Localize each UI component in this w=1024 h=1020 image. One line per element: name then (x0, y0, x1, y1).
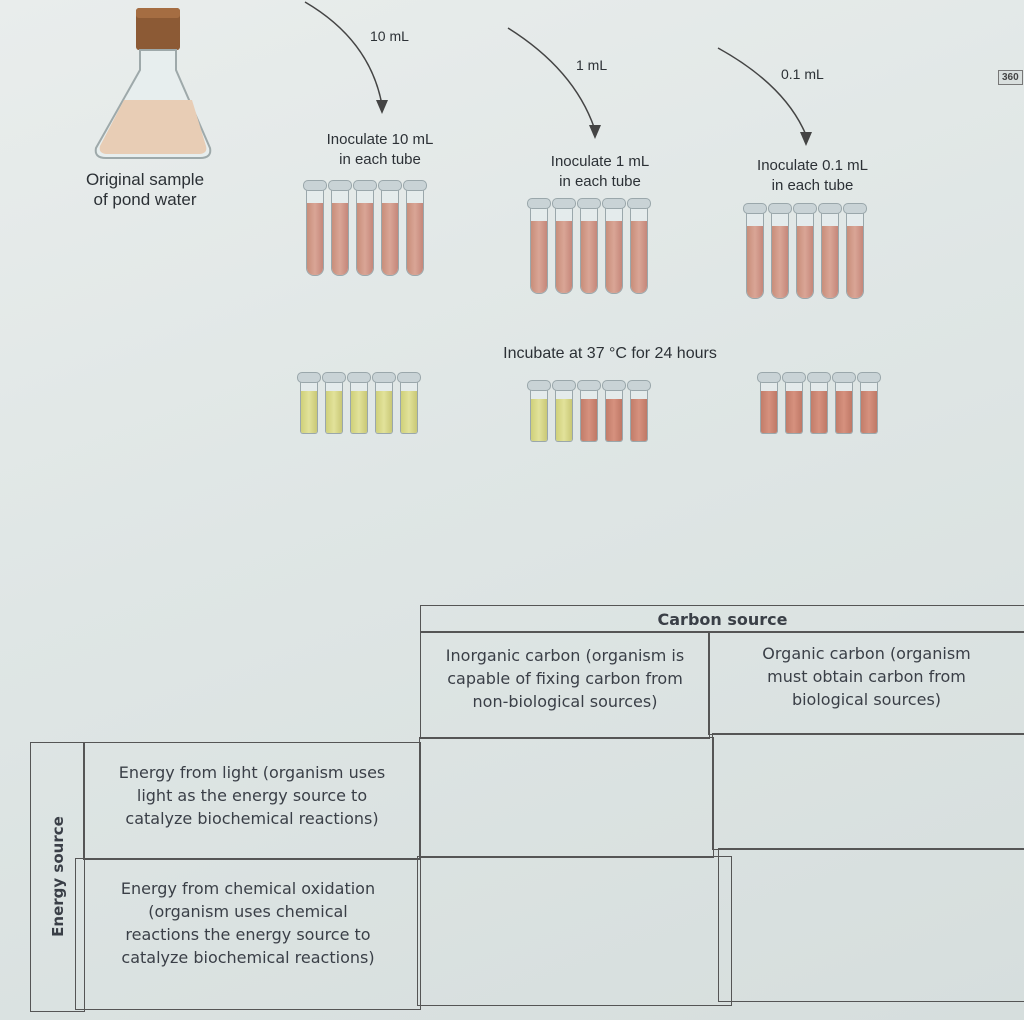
test-tube (768, 203, 792, 301)
test-tube (527, 198, 551, 296)
inorganic-carbon-header: Inorganic carbon (organism is capable of… (420, 631, 710, 739)
cell-light-inorganic[interactable] (419, 737, 714, 858)
result-tube-red (807, 372, 831, 434)
cell-chemical-inorganic[interactable] (417, 856, 732, 1006)
test-tube (353, 180, 377, 278)
result-group-10 (297, 372, 421, 434)
result-tube-red (782, 372, 806, 434)
cell-chemical-organic[interactable] (718, 848, 1024, 1002)
cell-light-organic[interactable] (712, 733, 1024, 850)
sample-label: Original sample of pond water (85, 170, 205, 209)
volume-label-10: 10 mL (370, 28, 409, 44)
light-energy-row: Energy from light (organism uses light a… (83, 742, 421, 860)
test-tube (743, 203, 767, 301)
result-group-1 (527, 380, 651, 442)
result-tube-red (832, 372, 856, 434)
test-tube (602, 198, 626, 296)
result-tube-yellow (372, 372, 396, 434)
result-tube-red (577, 380, 601, 442)
result-tube-red (627, 380, 651, 442)
result-group-0-1 (757, 372, 881, 434)
tube-group-1 (527, 198, 651, 296)
tube-group-10 (303, 180, 427, 278)
carbon-source-header: Carbon source (420, 605, 1024, 633)
page-number: 360 (998, 70, 1023, 85)
test-tube (818, 203, 842, 301)
test-tube (403, 180, 427, 278)
result-tube-red (602, 380, 626, 442)
incubate-label: Incubate at 37 °C for 24 hours (503, 345, 717, 362)
test-tube (627, 198, 651, 296)
volume-label-1: 1 mL (576, 57, 608, 73)
test-tube (328, 180, 352, 278)
tube-group-0-1 (743, 203, 867, 301)
test-tube (303, 180, 327, 278)
result-tube-red (857, 372, 881, 434)
test-tube (552, 198, 576, 296)
inoculate-label-10: Inoculate 10 mL in each tube (326, 131, 434, 168)
inoculate-label-0-1: Inoculate 0.1 mL in each tube (757, 157, 868, 194)
flask-icon (94, 8, 212, 159)
test-tube (843, 203, 867, 301)
result-tube-yellow (552, 380, 576, 442)
organic-carbon-header: Organic carbon (organism must obtain car… (708, 631, 1024, 735)
test-tube (793, 203, 817, 301)
chemical-energy-row: Energy from chemical oxidation (organism… (75, 858, 421, 1010)
transfer-arrows (304, 1, 812, 146)
result-tube-yellow (527, 380, 551, 442)
test-tube (577, 198, 601, 296)
energy-source-header: Energy source (30, 742, 85, 1012)
result-tube-yellow (347, 372, 371, 434)
test-tube (378, 180, 402, 278)
result-tube-yellow (297, 372, 321, 434)
result-tube-red (757, 372, 781, 434)
inoculate-label-1: Inoculate 1 mL in each tube (550, 153, 650, 190)
result-tube-yellow (322, 372, 346, 434)
result-tube-yellow (397, 372, 421, 434)
volume-label-0-1: 0.1 mL (781, 66, 824, 82)
